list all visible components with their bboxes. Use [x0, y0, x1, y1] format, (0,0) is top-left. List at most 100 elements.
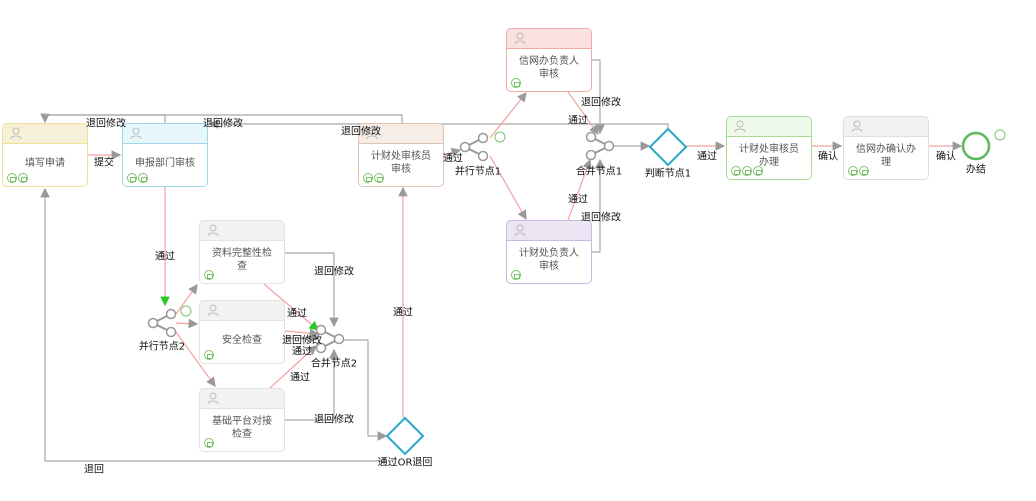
- return-edge: [45, 114, 403, 123]
- task-xwconfirm[interactable]: 信网办确认办理: [843, 116, 929, 180]
- user-icon: [206, 303, 220, 317]
- edge-label: 确认: [936, 151, 956, 163]
- task-label: 安全检查: [222, 334, 262, 346]
- mail-icon[interactable]: [18, 173, 28, 183]
- pass-edge: [175, 284, 198, 315]
- edge-label: 退回修改: [314, 414, 354, 426]
- flag-icon: [494, 131, 506, 143]
- task-label: 基础平台对接检查: [212, 416, 272, 440]
- return-edge: [285, 348, 339, 421]
- pass-edge: [269, 345, 317, 389]
- user-icon: [129, 126, 143, 140]
- task-icons: [511, 270, 521, 280]
- fork1-gateway-circle: [477, 132, 489, 144]
- user-icon: [733, 119, 747, 133]
- return-edge: [342, 339, 388, 441]
- mail-icon[interactable]: [753, 166, 763, 176]
- pass-edge: [489, 155, 527, 221]
- task-header: [200, 389, 284, 409]
- mail-icon[interactable]: [204, 350, 214, 360]
- fork2-gateway-circle: [165, 326, 177, 338]
- task-header: [123, 124, 207, 144]
- task-check1[interactable]: 资料完整性检查: [199, 220, 285, 284]
- return-edge: [592, 59, 605, 135]
- task-icons: [363, 173, 384, 183]
- mail-icon[interactable]: [848, 166, 858, 176]
- mail-icon[interactable]: [204, 270, 214, 280]
- decision1-gateway: [648, 127, 688, 167]
- task-finrev[interactable]: 计财处审核员审核: [358, 123, 444, 187]
- decision2-gateway: [385, 416, 425, 456]
- fork1-gateway-circle: [459, 141, 471, 153]
- task-header: [507, 221, 591, 241]
- edge-label: 退回修改: [581, 97, 621, 109]
- pass-edge: [175, 331, 216, 387]
- flag-icon: [180, 305, 192, 317]
- edge-label: 通过: [290, 372, 310, 384]
- edge-label: 通过: [155, 251, 175, 263]
- mail-icon[interactable]: [138, 173, 148, 183]
- mail-icon[interactable]: [859, 166, 869, 176]
- mail-icon[interactable]: [204, 438, 214, 448]
- task-header: [844, 117, 928, 137]
- task-xwhead[interactable]: 信网办负责人审核: [506, 28, 592, 92]
- mail-icon[interactable]: [511, 78, 521, 88]
- user-icon: [206, 391, 220, 405]
- fork2-label: 并行节点2: [138, 341, 186, 353]
- pass-edge: [567, 91, 599, 135]
- return-edge: [592, 158, 605, 253]
- mail-icon[interactable]: [7, 173, 17, 183]
- join2-gateway-circle: [315, 324, 327, 336]
- mail-icon[interactable]: [511, 270, 521, 280]
- task-label: 资料完整性检查: [212, 248, 272, 272]
- user-icon: [513, 31, 527, 45]
- user-icon: [9, 126, 23, 140]
- pass-edge: [175, 318, 199, 329]
- edge-label: 通过: [568, 115, 588, 127]
- mail-icon[interactable]: [374, 173, 384, 183]
- task-icons: [127, 173, 148, 183]
- join1-gateway-circle: [603, 140, 615, 152]
- edge-label: 退回修改: [86, 118, 126, 130]
- mail-icon[interactable]: [363, 173, 373, 183]
- task-check2[interactable]: 安全检查: [199, 300, 285, 364]
- task-finproc[interactable]: 计财处审核员办理: [726, 116, 812, 180]
- fork1-label: 并行节点1: [454, 166, 502, 178]
- fork2-gateway-circle: [147, 317, 159, 329]
- edge-label: 退回修改: [203, 118, 243, 130]
- task-label: 计财处审核员办理: [739, 144, 799, 168]
- task-icons: [204, 438, 214, 448]
- task-check3[interactable]: 基础平台对接检查: [199, 388, 285, 452]
- pass-edge: [489, 92, 527, 139]
- task-label: 计财处审核员审核: [371, 151, 431, 175]
- edge-label: 提交: [94, 157, 114, 169]
- task-icons: [848, 166, 869, 176]
- edge-label: 退回修改: [341, 126, 381, 138]
- mail-icon[interactable]: [742, 166, 752, 176]
- task-header: [507, 29, 591, 49]
- task-header: [359, 124, 443, 144]
- task-label: 申报部门审核: [135, 157, 195, 169]
- task-header: [727, 117, 811, 137]
- task-label: 信网办负责人审核: [519, 56, 579, 80]
- join2-gateway-circle: [315, 342, 327, 354]
- task-label: 信网办确认办理: [856, 144, 916, 168]
- task-icons: [7, 173, 28, 183]
- task-dept[interactable]: 申报部门审核: [122, 123, 208, 187]
- edge-label: 退回修改: [581, 212, 621, 224]
- mail-icon[interactable]: [127, 173, 137, 183]
- task-icons: [204, 350, 214, 360]
- task-fill[interactable]: 填写申请: [2, 123, 88, 187]
- join1-gateway-circle: [585, 131, 597, 143]
- mail-icon[interactable]: [731, 166, 741, 176]
- task-finhead[interactable]: 计财处负责人审核: [506, 220, 592, 284]
- join1-gateway-circle: [585, 149, 597, 161]
- join2-label: 合并节点2: [310, 358, 358, 370]
- edge-label: 通过: [287, 308, 307, 320]
- end-label: 办结: [966, 164, 986, 176]
- task-icons: [511, 78, 521, 88]
- return-edge: [40, 187, 387, 462]
- pass-edge: [443, 147, 462, 158]
- user-icon: [850, 119, 864, 133]
